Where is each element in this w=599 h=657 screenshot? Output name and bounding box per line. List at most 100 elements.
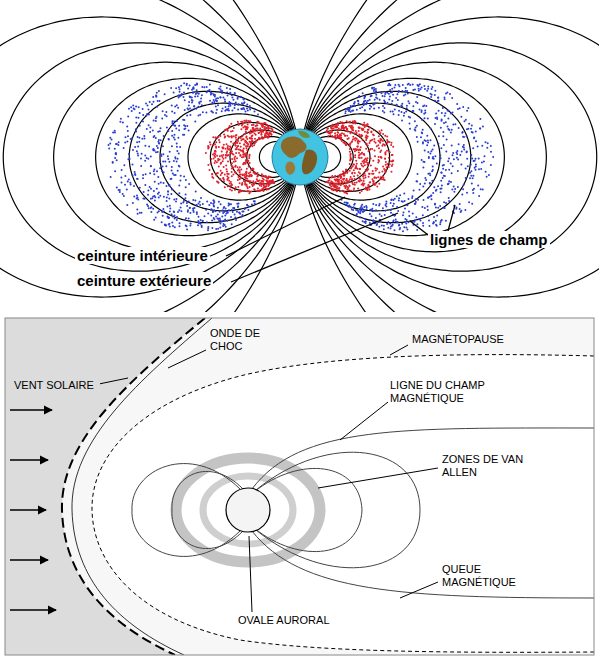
particle-dot xyxy=(227,145,229,147)
particle-dot xyxy=(118,141,120,143)
particle-dot xyxy=(117,144,119,146)
particle-dot xyxy=(238,149,240,151)
particle-dot xyxy=(431,94,433,96)
particle-dot xyxy=(337,124,339,126)
particle-dot xyxy=(162,161,164,163)
particle-dot xyxy=(445,220,447,222)
particle-dot xyxy=(368,176,370,178)
particle-dot xyxy=(334,175,336,177)
particle-dot xyxy=(346,181,348,183)
field-line xyxy=(308,17,599,297)
particle-dot xyxy=(434,204,436,206)
particle-dot xyxy=(357,146,359,148)
particle-dot xyxy=(369,142,371,144)
particle-dot xyxy=(173,198,175,200)
particle-dot xyxy=(434,94,436,96)
particle-dot xyxy=(423,85,425,87)
particle-dot xyxy=(451,172,453,174)
particle-dot xyxy=(456,151,458,153)
particle-dot xyxy=(190,223,192,225)
particle-dot xyxy=(333,183,335,185)
particle-dot xyxy=(235,165,237,167)
particle-dot xyxy=(376,145,378,147)
particle-dot xyxy=(403,212,405,214)
particle-dot xyxy=(479,127,481,129)
particle-dot xyxy=(245,152,247,154)
particle-dot xyxy=(267,126,269,128)
particle-dot xyxy=(333,128,335,130)
particle-dot xyxy=(261,180,263,182)
particle-dot xyxy=(203,86,205,88)
particle-dot xyxy=(266,132,268,134)
particle-dot xyxy=(136,178,138,180)
particle-dot xyxy=(200,197,202,199)
particle-dot xyxy=(234,107,236,109)
particle-dot xyxy=(217,207,219,209)
particle-dot xyxy=(383,168,385,170)
particle-dot xyxy=(217,172,219,174)
particle-dot xyxy=(213,94,215,96)
particle-dot xyxy=(347,171,349,173)
particle-dot xyxy=(157,212,159,214)
particle-dot xyxy=(212,153,214,155)
particle-dot xyxy=(345,186,347,188)
particle-dot xyxy=(221,172,223,174)
particle-dot xyxy=(360,146,362,148)
particle-dot xyxy=(253,171,255,173)
particle-dot xyxy=(413,190,415,192)
particle-dot xyxy=(270,127,272,129)
particle-dot xyxy=(335,137,337,139)
particle-dot xyxy=(353,148,355,150)
particle-dot xyxy=(262,190,264,192)
field-line xyxy=(309,62,546,252)
particle-dot xyxy=(340,176,342,178)
particle-dot xyxy=(349,178,351,180)
particle-dot xyxy=(235,139,237,141)
particle-dot xyxy=(408,210,410,212)
particle-dot xyxy=(196,211,198,213)
particle-dot xyxy=(433,186,435,188)
particle-dot xyxy=(351,166,353,168)
particle-dot xyxy=(136,150,138,152)
particle-dot xyxy=(214,156,216,158)
particle-dot xyxy=(229,185,231,187)
particle-dot xyxy=(252,124,254,126)
particle-dot xyxy=(447,110,449,112)
particle-dot xyxy=(200,223,202,225)
particle-dot xyxy=(421,159,423,161)
particle-dot xyxy=(189,96,191,98)
particle-dot xyxy=(424,110,426,112)
particle-dot xyxy=(392,199,394,201)
belt-particles xyxy=(108,82,495,232)
particle-dot xyxy=(179,88,181,90)
particle-dot xyxy=(197,220,199,222)
particle-dot xyxy=(262,125,264,127)
particle-dot xyxy=(421,119,423,121)
particle-dot xyxy=(242,149,244,151)
particle-dot xyxy=(382,140,384,142)
particle-dot xyxy=(215,228,217,230)
particle-dot xyxy=(437,97,439,99)
particle-dot xyxy=(266,131,268,133)
particle-dot xyxy=(194,84,196,86)
particle-dot xyxy=(254,173,256,175)
particle-dot xyxy=(186,84,188,86)
particle-dot xyxy=(251,175,253,177)
particle-dot xyxy=(156,92,158,94)
particle-dot xyxy=(353,102,355,104)
particle-dot xyxy=(347,138,349,140)
particle-dot xyxy=(178,185,180,187)
particle-dot xyxy=(260,138,262,140)
particle-dot xyxy=(393,203,395,205)
particle-dot xyxy=(213,218,215,220)
particle-dot xyxy=(359,192,361,194)
particle-dot xyxy=(183,82,185,84)
particle-dot xyxy=(153,119,155,121)
particle-dot xyxy=(189,108,191,110)
particle-dot xyxy=(207,164,209,166)
particle-dot xyxy=(164,114,166,116)
particle-dot xyxy=(174,226,176,228)
particle-dot xyxy=(252,168,254,170)
particle-dot xyxy=(463,144,465,146)
particle-dot xyxy=(329,184,331,186)
